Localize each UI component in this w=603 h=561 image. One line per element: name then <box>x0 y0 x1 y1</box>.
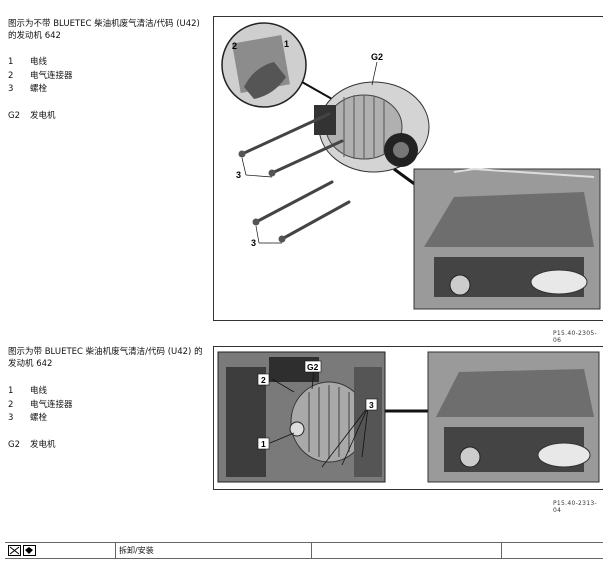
callout-label: G2 <box>307 362 319 372</box>
bolts <box>240 112 351 241</box>
footer-empty-cell <box>501 543 603 558</box>
callout-label: 3 <box>369 400 374 410</box>
alternator-location-illustration: G2 2 3 1 <box>217 351 600 483</box>
callout-label: 3 <box>236 170 241 180</box>
footer-table: 拆卸/安装 <box>5 542 603 559</box>
alternator-removal-illustration: 2 1 G2 3 3 <box>221 22 601 310</box>
callout-label: 1 <box>261 439 266 449</box>
callout-label: G2 <box>371 52 383 62</box>
callout-label: 1 <box>284 39 289 49</box>
figure-reference: P15.40-2305-06 <box>553 330 597 344</box>
procedure-icon <box>8 545 36 556</box>
footer-operation-cell: 拆卸/安装 <box>115 543 311 558</box>
figure-reference: P15.40-2313-04 <box>553 500 597 514</box>
section2-figure: G2 2 3 1 <box>213 346 603 490</box>
section2-caption: 图示为带 BLUETEC 柴油机废气清洁/代码 (U42) 的发动机 642 <box>8 347 203 369</box>
footer-empty-cell <box>311 543 501 558</box>
callout-label: 2 <box>261 375 266 385</box>
callout-label: 3 <box>251 238 256 248</box>
section1-caption: 图示为不带 BLUETEC 柴油机废气清洁/代码 (U42) 的发动机 642 <box>8 19 200 41</box>
callout-label: 2 <box>232 41 237 51</box>
section1-figure: 2 1 G2 3 3 <box>213 16 603 321</box>
footer-icon-cell <box>5 543 115 558</box>
